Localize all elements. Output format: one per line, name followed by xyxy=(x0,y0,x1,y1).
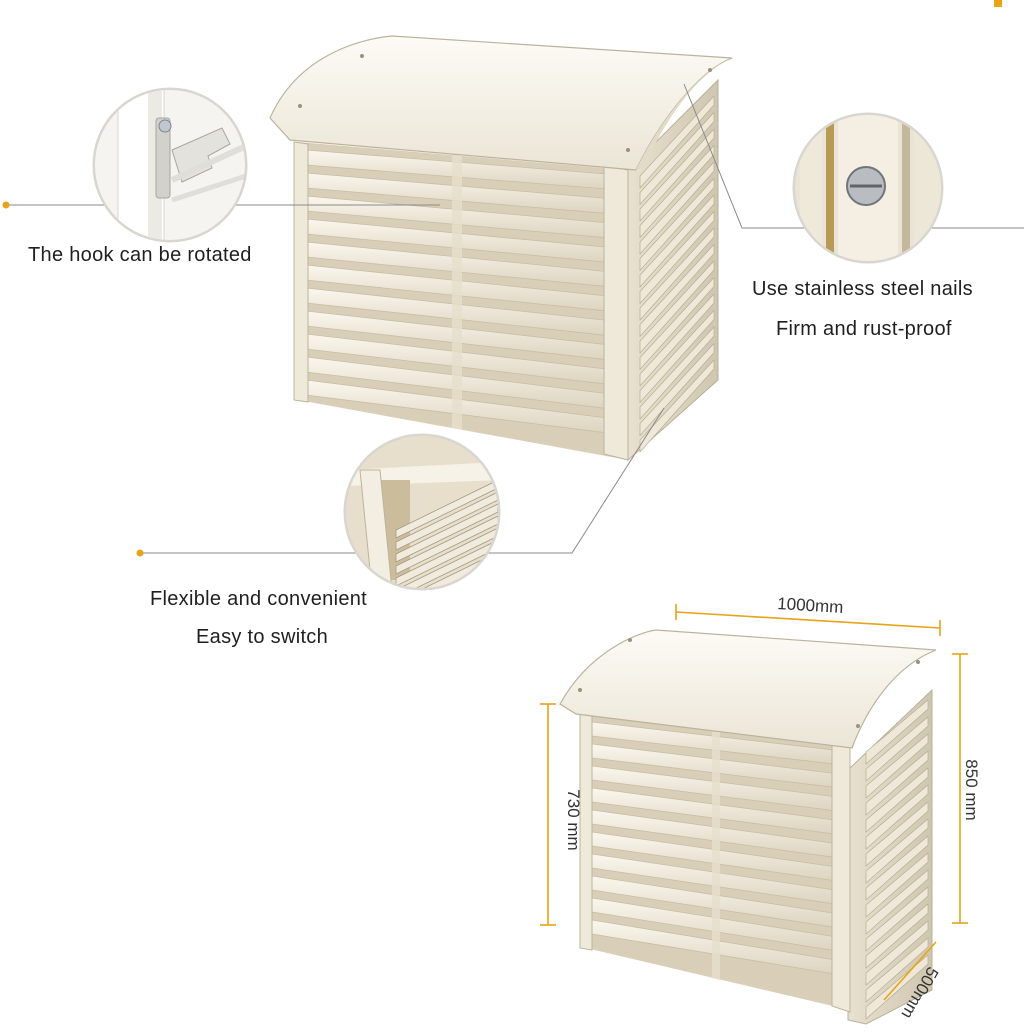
panel-detail-image xyxy=(346,436,498,588)
side-louver-slat xyxy=(865,784,929,850)
side-louver-slat xyxy=(639,128,715,222)
side-louver-slat xyxy=(639,342,715,437)
detail-slat xyxy=(395,479,498,539)
dimension-cabinet xyxy=(559,629,937,1025)
detail-slat xyxy=(395,503,498,563)
side-louver-slat xyxy=(639,194,715,288)
side-louver-slat xyxy=(639,326,715,420)
side-louver-slat xyxy=(639,359,715,453)
side-louver-slat xyxy=(865,733,929,799)
main-cabinet xyxy=(269,35,733,462)
hook-callout xyxy=(2,87,440,243)
side-louver-slat xyxy=(865,699,929,765)
side-louver-slat xyxy=(865,903,929,969)
nail-detail-image xyxy=(795,115,941,261)
detail-slat xyxy=(395,491,498,551)
detail-slat xyxy=(395,515,498,575)
switch-feature-sublabel: Easy to switch xyxy=(196,626,329,648)
side-louver-slat xyxy=(865,886,929,952)
side-louver-slat xyxy=(639,177,715,272)
side-louver-slat xyxy=(639,293,715,387)
side-louver-slat xyxy=(865,818,929,884)
nails-callout xyxy=(683,83,1024,264)
dimension-lines xyxy=(540,604,968,1001)
width-dimension-label: 1000mm xyxy=(777,594,844,617)
side-louver-slat xyxy=(865,767,929,833)
side-louver-slat xyxy=(865,869,929,935)
side-louver-slat xyxy=(865,716,929,782)
back-height-dimension-label: 850 mm xyxy=(962,759,981,820)
corner-accent xyxy=(994,0,1002,7)
side-louver-slat xyxy=(865,750,929,816)
side-louver-slat xyxy=(639,243,715,338)
side-louver-slat xyxy=(865,920,929,986)
side-louver-slat xyxy=(639,227,715,321)
side-louver-slat xyxy=(639,95,715,189)
hook-feature-label: The hook can be rotated xyxy=(28,244,252,266)
depth-dimension-line xyxy=(883,941,937,1001)
side-louver-slat xyxy=(865,954,929,1020)
side-louver-slat xyxy=(639,144,715,239)
front-height-dimension-label: 730 mm xyxy=(564,789,583,850)
side-louver-slat xyxy=(639,276,715,371)
side-louver-slat xyxy=(639,111,715,206)
width-dimension-line xyxy=(675,611,941,629)
side-louver-slat xyxy=(639,210,715,305)
nails-feature-label: Use stainless steel nails xyxy=(752,278,973,300)
side-louver-slat xyxy=(639,309,715,404)
detail-slat xyxy=(395,527,498,587)
cabinet-side-slats xyxy=(639,95,715,453)
switch-callout xyxy=(136,407,665,591)
hook-callout-dot xyxy=(2,201,10,209)
side-louver-slat xyxy=(865,801,929,867)
switch-callout-dot xyxy=(136,549,144,557)
side-louver-slat xyxy=(865,835,929,901)
hook-detail-image xyxy=(95,90,245,240)
side-louver-slat xyxy=(639,161,715,255)
side-louver-slat xyxy=(865,852,929,918)
nails-feature-sublabel: Firm and rust-proof xyxy=(776,318,952,340)
detail-slat xyxy=(395,551,498,588)
switch-feature-label: Flexible and convenient xyxy=(150,588,368,610)
detail-slat xyxy=(395,539,498,588)
side-louver-slat xyxy=(865,937,929,1003)
side-louver-slat xyxy=(639,260,715,354)
